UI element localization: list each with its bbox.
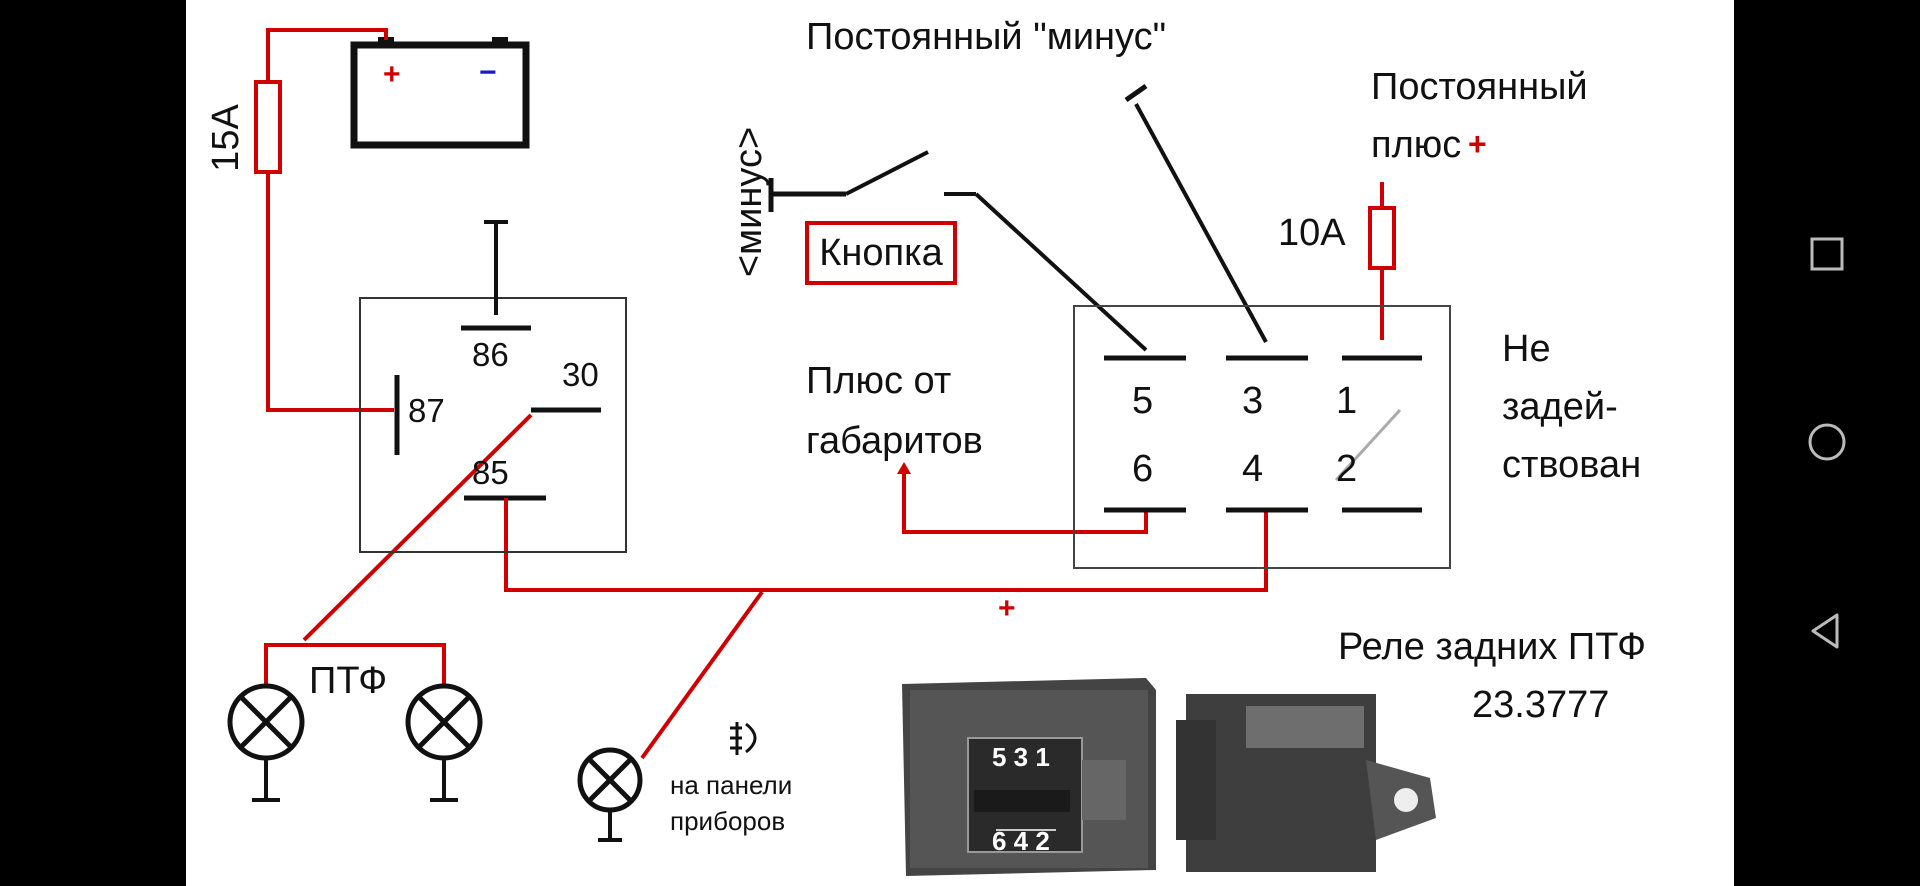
lamp-icon xyxy=(405,683,483,761)
constant-plus-label: Постоянный xyxy=(1371,66,1588,108)
button-label: Кнопка xyxy=(805,221,957,285)
fuse-15a-label: 15A xyxy=(205,104,247,172)
relay-photo xyxy=(902,678,1436,876)
fog-lamps-label: ПТФ xyxy=(309,660,388,702)
photo-pin-numbers-top: 5 3 1 xyxy=(992,742,1050,772)
push-button-switch xyxy=(768,150,1148,352)
dash-lamp-label: на панели xyxy=(670,770,793,800)
constant-minus-label: Постоянный "минус" xyxy=(806,16,1167,58)
marker-plus-label: Плюс от xyxy=(806,360,952,402)
relay-title: Реле задних ПТФ xyxy=(1338,626,1647,668)
home-button[interactable] xyxy=(1792,407,1862,477)
relay-pin-30: 30 xyxy=(562,356,599,393)
unused-pin-pointer xyxy=(1334,408,1402,482)
module-contacts xyxy=(1104,355,1422,513)
relay-pin-85: 85 xyxy=(472,454,509,491)
recents-square-icon xyxy=(1810,237,1844,271)
lamp-icon xyxy=(227,683,305,761)
lamp-icon xyxy=(577,747,643,813)
not-used-label: Не xyxy=(1502,328,1551,370)
relay-model: 23.3777 xyxy=(1472,684,1610,726)
constant-plus-label-line2: плюс xyxy=(1371,124,1462,166)
module-pin-2: 2 xyxy=(1336,448,1358,490)
diagram-drawing xyxy=(227,28,1451,876)
fuse-icon xyxy=(1368,206,1396,270)
home-circle-icon xyxy=(1808,423,1846,461)
fuse-10a-label: 10A xyxy=(1278,212,1346,254)
relay-pin-87: 87 xyxy=(408,392,445,429)
fog-light-indicator-icon xyxy=(730,722,757,755)
control-module-box xyxy=(1073,305,1451,569)
bus-plus-sign: + xyxy=(998,592,1016,625)
not-used-label-line3: ствован xyxy=(1502,444,1642,486)
arrow-up-icon xyxy=(897,462,911,474)
android-navigation-bar xyxy=(1734,0,1920,886)
module-pin-6: 6 xyxy=(1132,448,1154,490)
battery-plus-label: + xyxy=(383,58,401,91)
relay-pin-86: 86 xyxy=(472,336,509,373)
module-pin-1: 1 xyxy=(1336,380,1358,422)
module-pin-4: 4 xyxy=(1242,448,1264,490)
photo-pin-numbers-bottom: 6 4 2 xyxy=(992,826,1050,856)
battery-minus-label: − xyxy=(479,56,497,89)
constant-plus-sign: + xyxy=(1468,126,1487,162)
fuse-icon xyxy=(254,80,282,174)
dash-lamp-label-line2: приборов xyxy=(670,806,786,836)
module-pin-3: 3 xyxy=(1242,380,1264,422)
battery-icon xyxy=(350,37,530,149)
constant-minus-wire xyxy=(1124,83,1268,343)
marker-plus-label-line2: габаритов xyxy=(806,420,983,462)
module-pin-5: 5 xyxy=(1132,380,1154,422)
recents-button[interactable] xyxy=(1792,219,1862,289)
wiring-diagram: 15A + − 86 87 30 85 <минус> Кнопка Посто… xyxy=(186,0,1734,886)
not-used-label-line2: задей- xyxy=(1502,386,1618,428)
back-button[interactable] xyxy=(1792,596,1862,666)
back-triangle-icon xyxy=(1811,613,1839,649)
ground-icon xyxy=(252,758,622,842)
minus-side-label: <минус> xyxy=(728,126,770,278)
relay-box xyxy=(359,297,627,553)
red-wires xyxy=(264,28,1384,760)
